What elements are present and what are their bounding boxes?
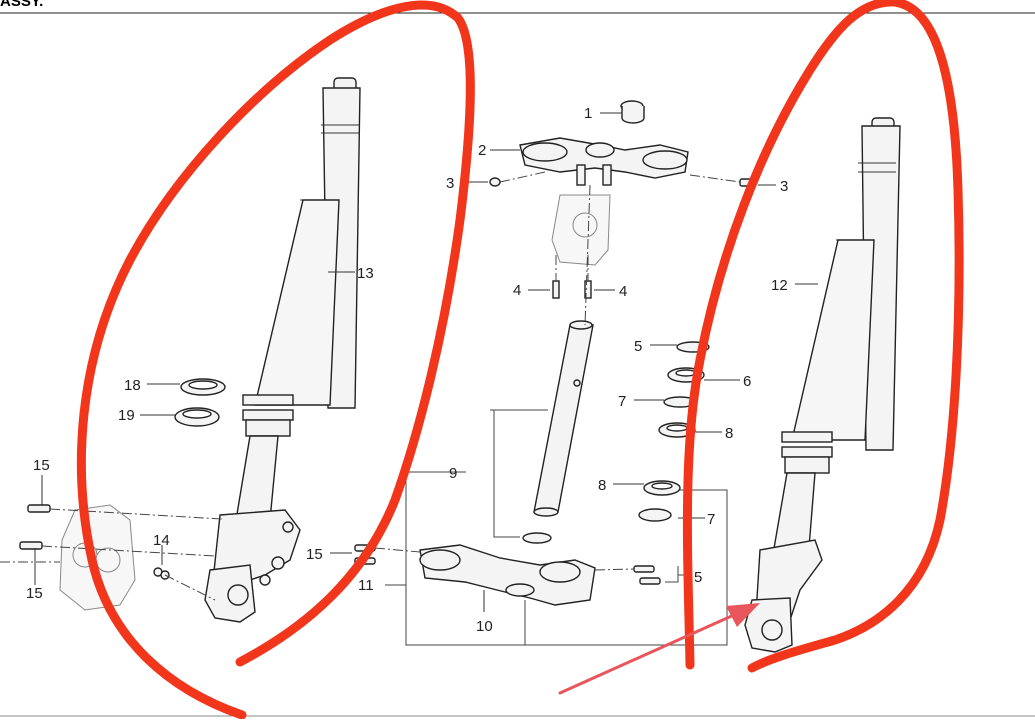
callout-15-bottom: 15 [26,585,43,602]
red-arrow-head [726,603,760,627]
callout-2: 2 [478,142,486,159]
steering-stem [522,184,594,544]
red-circle-left-fork [76,0,475,720]
red-circle-right-fork [682,0,964,673]
page-heading: ASSY. [0,0,44,10]
callout-8-top: 8 [725,425,733,442]
callout-8-bottom: 8 [598,477,606,494]
callout-7-top: 7 [618,393,626,410]
callout-12: 12 [771,277,788,294]
right-fork-tube [744,117,901,653]
callout-5-bottom: 5 [694,569,702,586]
top-triple-clamp [519,100,689,266]
red-annotations [76,0,964,720]
callout-6: 6 [743,373,751,390]
callout-15-middle: 15 [306,546,323,563]
callout-13: 13 [357,265,374,282]
callout-3-right: 3 [780,178,788,195]
callout-3-left: 3 [446,175,454,192]
callout-5-top: 5 [634,338,642,355]
left-fork-tube [204,77,361,623]
bolts-3 [489,171,757,187]
callout-4-left: 4 [513,282,521,299]
bolts-4 [552,255,592,299]
dust-seals [174,378,226,427]
callout-18: 18 [124,377,141,394]
callout-10: 10 [476,618,493,635]
callout-19: 19 [118,407,135,424]
callout-9: 9 [449,465,457,482]
brake-caliper [0,504,635,611]
callout-1: 1 [584,105,592,122]
callout-15-top: 15 [33,457,50,474]
red-arrow-shaft [558,608,747,695]
callout-labels: 1 2 3 3 4 4 5 6 7 8 8 7 9 10 11 12 13 14… [26,105,788,635]
bottom-triple-clamp [354,544,661,606]
callout-11: 11 [358,577,374,594]
callout-7-bottom: 7 [707,511,715,528]
callout-4-right: 4 [619,283,627,300]
callout-14: 14 [153,532,170,549]
